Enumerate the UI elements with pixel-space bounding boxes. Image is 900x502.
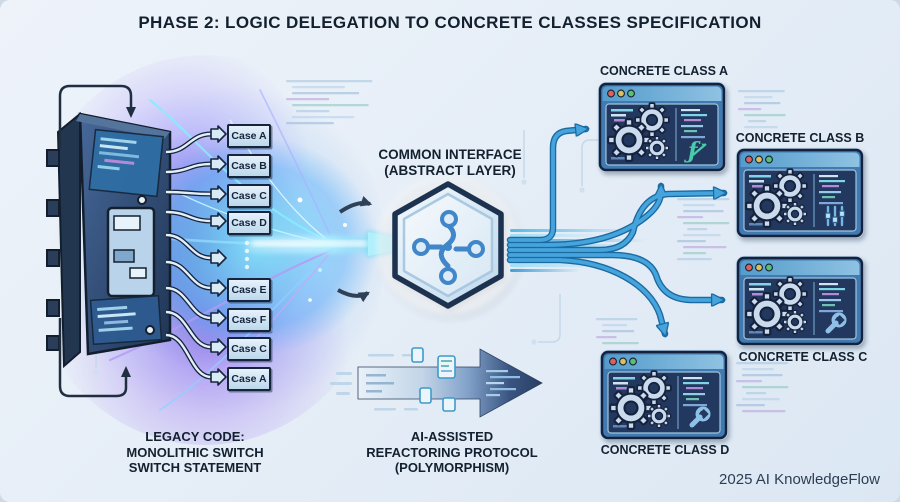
ghost-code-line bbox=[738, 90, 785, 93]
ghost-code-line bbox=[687, 228, 708, 231]
ghost-code-line bbox=[596, 336, 617, 339]
class-c-window bbox=[736, 256, 864, 346]
loop-arrow-top bbox=[58, 84, 133, 148]
wire-core bbox=[165, 333, 212, 379]
ghost-code-line bbox=[286, 98, 330, 101]
ghost-code-line bbox=[683, 222, 730, 225]
case-box-3: Case C bbox=[227, 184, 271, 208]
ghost-code-line bbox=[742, 398, 780, 401]
class-b-window bbox=[736, 148, 864, 238]
case-arrow-icon bbox=[210, 155, 227, 173]
class-connector-arrows bbox=[506, 129, 724, 334]
legacy-monolith-illustration bbox=[46, 84, 172, 398]
lightning-streaks bbox=[88, 89, 347, 411]
ghost-code-line bbox=[744, 126, 778, 129]
speed-line bbox=[510, 269, 580, 272]
ghost-code-line bbox=[742, 368, 774, 371]
ghost-code-line bbox=[292, 116, 355, 119]
case-box-6: Case F bbox=[227, 308, 271, 332]
case-box-1: Case A bbox=[227, 124, 271, 148]
class-d-window bbox=[600, 350, 728, 440]
ghost-code-line bbox=[292, 92, 360, 95]
wire-core bbox=[165, 162, 212, 174]
speed-line bbox=[510, 229, 638, 232]
case-box-5: Case E bbox=[227, 278, 271, 302]
ghost-code-line bbox=[286, 80, 373, 83]
ghost-code-line bbox=[683, 210, 724, 213]
wire-core bbox=[165, 132, 212, 154]
switch-case-wires bbox=[165, 131, 212, 380]
ghost-code-line bbox=[744, 96, 773, 99]
class-a-window bbox=[598, 82, 726, 172]
ghost-code-line bbox=[292, 86, 345, 89]
case-arrow-icon bbox=[210, 338, 227, 356]
page-title: PHASE 2: LOGIC DELEGATION TO CONCRETE CL… bbox=[138, 13, 762, 32]
ghost-code-line bbox=[746, 392, 767, 395]
credit-text: 2025 AI KnowledgeFlow bbox=[719, 471, 880, 488]
ghost-code-line bbox=[296, 110, 330, 113]
transform-arrow-icon bbox=[330, 347, 543, 418]
speed-line bbox=[510, 234, 602, 237]
class-c-label: CONCRETE CLASS C bbox=[738, 350, 868, 364]
loop-arrow-bottom bbox=[58, 318, 128, 398]
ghost-code-line bbox=[742, 410, 786, 413]
ghost-code-line bbox=[742, 374, 783, 377]
ghost-code-line bbox=[602, 342, 639, 345]
ghost-code-line bbox=[736, 380, 763, 383]
ghost-code-snippets bbox=[286, 80, 789, 413]
ghost-code-line bbox=[677, 240, 706, 243]
ghost-code-line bbox=[677, 198, 730, 201]
ghost-code-line bbox=[677, 216, 704, 219]
ghost-code-line bbox=[744, 114, 786, 117]
wire-core bbox=[165, 286, 212, 320]
case-arrow-icons bbox=[210, 125, 227, 386]
ghost-code-line bbox=[602, 324, 628, 327]
case-arrow-icon bbox=[210, 279, 227, 297]
wire-core bbox=[165, 190, 212, 196]
ghost-code-line bbox=[292, 104, 369, 107]
ghost-code-line bbox=[596, 318, 638, 321]
class-d-label: CONCRETE CLASS D bbox=[600, 443, 730, 457]
class-a-label: CONCRETE CLASS A bbox=[599, 64, 728, 78]
ghost-code-line bbox=[683, 234, 721, 237]
ghost-code-line bbox=[748, 120, 767, 123]
case-box-2: Case B bbox=[227, 154, 271, 178]
flow-curved-arrows bbox=[337, 196, 373, 303]
wire-core bbox=[165, 260, 212, 290]
ghost-code-line bbox=[286, 122, 334, 125]
ghost-code-line bbox=[736, 404, 765, 407]
wire-core bbox=[165, 210, 212, 223]
ghost-code-line bbox=[738, 108, 762, 111]
case-arrow-icon bbox=[210, 309, 227, 327]
class-b-label: CONCRETE CLASS B bbox=[735, 131, 865, 145]
ghost-code-line bbox=[683, 204, 715, 207]
case-box-8: Case A bbox=[227, 367, 271, 391]
ghost-code-line bbox=[602, 330, 635, 333]
ghost-code-line bbox=[744, 102, 781, 105]
case-arrow-icon bbox=[210, 185, 227, 203]
case-box-4: Case D bbox=[227, 211, 271, 235]
case-arrow-icon bbox=[210, 125, 227, 143]
ghost-code-line bbox=[683, 252, 707, 255]
wire-core bbox=[165, 233, 212, 260]
case-arrow-icon bbox=[210, 249, 227, 267]
legacy-code-caption: LEGACY CODE: MONOLITHIC SWITCH SWITCH ST… bbox=[126, 429, 264, 475]
case-arrow-icon bbox=[210, 368, 227, 386]
wire-core bbox=[165, 310, 212, 349]
ghost-code-line bbox=[742, 386, 789, 389]
ghost-code-line bbox=[677, 258, 712, 261]
ghost-code-line bbox=[736, 362, 789, 365]
common-interface-label: COMMON INTERFACE (ABSTRACT LAYER) bbox=[378, 147, 522, 178]
case-arrow-icon bbox=[210, 212, 227, 230]
ghost-code-line bbox=[683, 246, 727, 249]
case-box-7: Case C bbox=[227, 337, 271, 361]
refactoring-caption: AI-ASSISTED REFACTORING PROTOCOL (POLYMO… bbox=[366, 429, 538, 475]
hexagon-network-icon bbox=[376, 175, 520, 315]
